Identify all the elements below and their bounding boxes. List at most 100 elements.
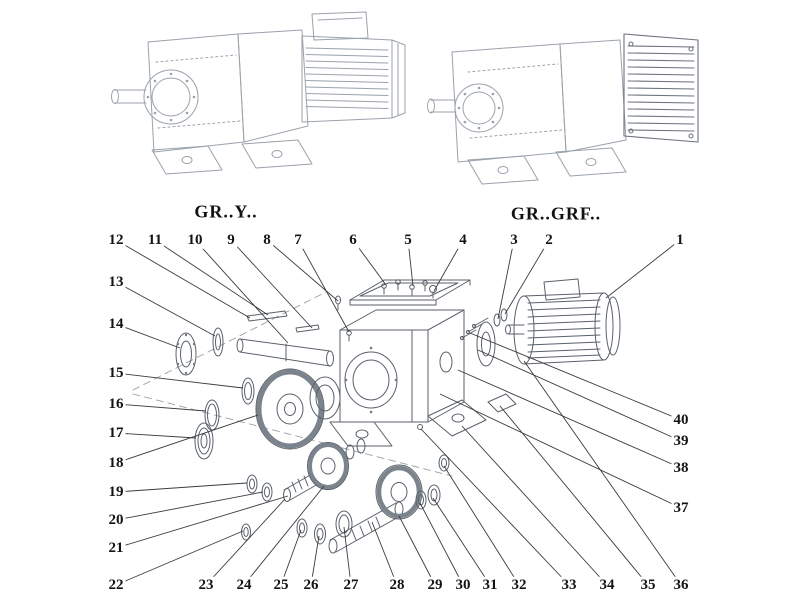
- leader-line: [469, 332, 682, 421]
- callout-1: 1: [674, 231, 686, 249]
- callout-6: 6: [347, 231, 359, 249]
- callout-27: 27: [341, 576, 361, 594]
- leader-line: [115, 372, 244, 389]
- callout-8: 8: [261, 231, 273, 249]
- finned-cover: [623, 33, 699, 143]
- intermediate-gear-assembly: [246, 438, 366, 502]
- retaining-ring: [356, 438, 366, 454]
- leader-line: [205, 498, 286, 586]
- leader-line: [497, 239, 515, 320]
- output-boss: [143, 69, 199, 125]
- leader-line: [477, 349, 682, 442]
- right-machine-drawing: [427, 33, 699, 185]
- leader-line: [230, 239, 313, 329]
- bearing: [309, 376, 341, 420]
- leader-line: [115, 239, 251, 319]
- callout-37: 37: [671, 499, 691, 517]
- housing: [329, 309, 517, 447]
- terminal-box: [311, 11, 369, 41]
- end-disc: [212, 327, 224, 357]
- retaining-ring: [438, 454, 450, 472]
- leader-line: [432, 497, 491, 586]
- fan-cover: [391, 39, 406, 119]
- callout-15: 15: [106, 364, 126, 382]
- callout-36: 36: [671, 576, 691, 594]
- callout-16: 16: [106, 395, 126, 413]
- retaining-ring: [427, 484, 441, 506]
- spacer-ring: [204, 399, 220, 431]
- washer: [296, 518, 308, 538]
- top-cover: [335, 279, 471, 342]
- callout-12: 12: [106, 231, 126, 249]
- leader-line: [443, 465, 520, 586]
- callout-10: 10: [185, 231, 205, 249]
- leader-line: [457, 369, 682, 469]
- bearing: [335, 510, 353, 538]
- leader-line: [266, 239, 339, 302]
- flange-pad: [487, 393, 517, 413]
- leader-line: [433, 239, 464, 292]
- leader-line: [343, 526, 352, 586]
- model-label-gr-grf: GR..GRF..: [510, 203, 602, 224]
- callout-20: 20: [106, 511, 126, 529]
- callout-40: 40: [671, 411, 691, 429]
- mounting-foot: [555, 147, 627, 177]
- callout-25: 25: [271, 576, 291, 594]
- gearbox-housing: [451, 43, 567, 163]
- callout-24: 24: [234, 576, 254, 594]
- callout-31: 31: [480, 576, 500, 594]
- terminal-box: [543, 278, 581, 301]
- leader-line: [439, 393, 682, 509]
- leader-line: [523, 360, 682, 586]
- leader-line: [115, 432, 197, 439]
- callout-13: 13: [106, 273, 126, 291]
- leader-line: [605, 239, 681, 299]
- model-label-gr-y: GR..Y..: [194, 201, 258, 222]
- callout-28: 28: [387, 576, 407, 594]
- leader-line: [398, 515, 436, 586]
- mounting-foot: [467, 155, 539, 185]
- callout-5: 5: [402, 231, 414, 249]
- leader-line: [115, 281, 216, 337]
- gear-medium: [308, 443, 348, 489]
- callout-35: 35: [638, 576, 658, 594]
- callout-4: 4: [457, 231, 469, 249]
- leader-line: [115, 491, 264, 521]
- mounting-foot: [427, 399, 487, 437]
- drain-plug: [417, 424, 423, 430]
- leader-line: [115, 323, 181, 349]
- mounting-foot: [329, 421, 393, 447]
- leader-line: [115, 495, 289, 549]
- washer: [314, 523, 326, 545]
- fan-cover: [605, 296, 621, 356]
- leader-line: [420, 428, 570, 586]
- callout-22: 22: [106, 576, 126, 594]
- callout-9: 9: [225, 231, 237, 249]
- callout-39: 39: [671, 432, 691, 450]
- callout-33: 33: [559, 576, 579, 594]
- callout-17: 17: [106, 424, 126, 442]
- leader-line: [194, 239, 289, 344]
- leader-line: [297, 239, 350, 333]
- callout-30: 30: [453, 576, 473, 594]
- gearbox-housing-side: [559, 39, 627, 153]
- callout-29: 29: [425, 576, 445, 594]
- retaining-ring: [345, 444, 355, 460]
- leader-line: [115, 530, 244, 586]
- exploded-view-drawing: [132, 278, 621, 554]
- callout-3: 3: [508, 231, 520, 249]
- mounting-foot: [241, 139, 313, 169]
- callout-34: 34: [597, 576, 617, 594]
- washer: [246, 474, 258, 494]
- gearbox-housing: [147, 33, 245, 153]
- leader-line: [461, 425, 608, 586]
- leader-line: [154, 239, 269, 316]
- leader-line: [115, 482, 248, 493]
- leader-line: [115, 414, 259, 464]
- leader-line: [371, 521, 398, 586]
- leader-lines: [115, 239, 682, 586]
- motor: [505, 278, 621, 365]
- callout-26: 26: [301, 576, 321, 594]
- mounting-foot: [151, 145, 223, 175]
